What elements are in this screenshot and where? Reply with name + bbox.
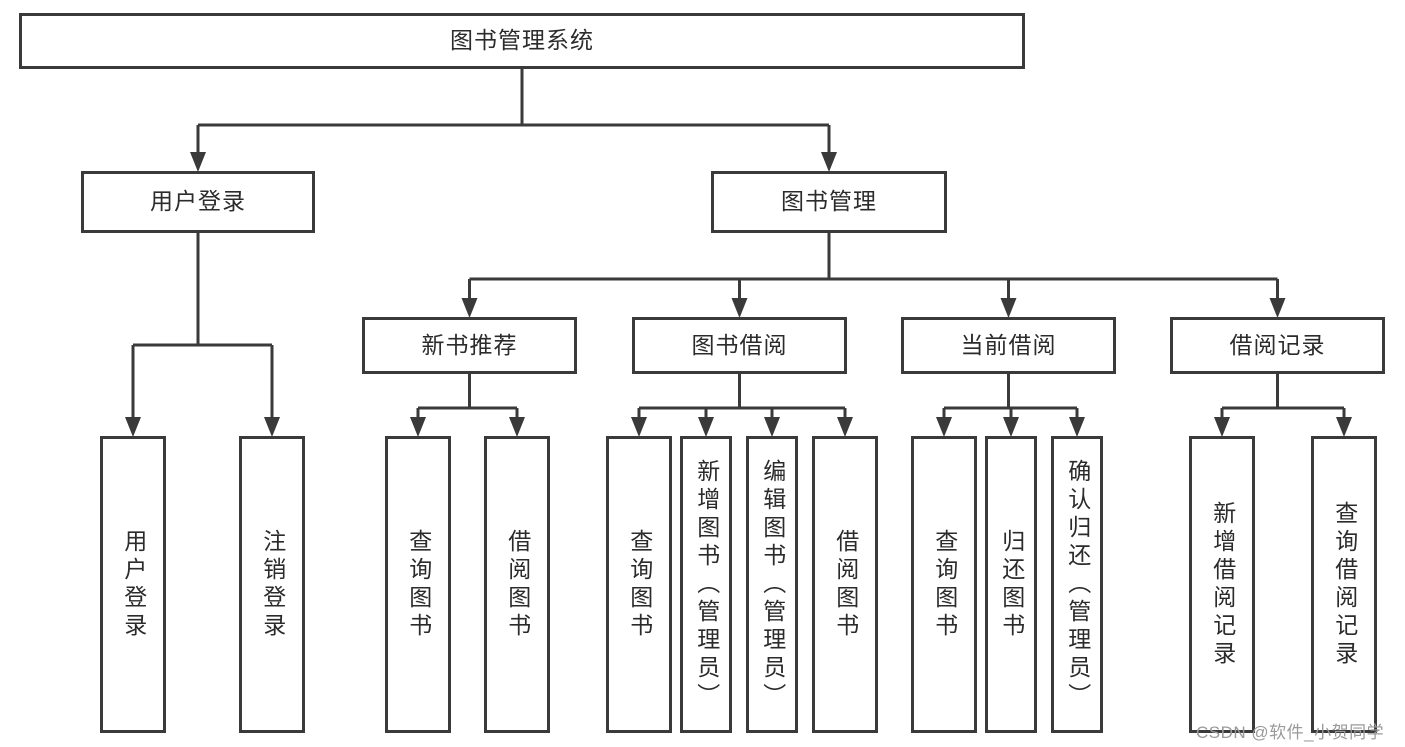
node-root: 图书管理系统 xyxy=(19,13,1025,69)
node-leaf-q-book-1: 查询图书 xyxy=(385,436,451,733)
node-label: 归还图书 xyxy=(998,528,1025,641)
node-label: 图书借阅 xyxy=(691,331,788,358)
node-leaf-logout: 注销登录 xyxy=(239,436,305,733)
node-label: 查询图书 xyxy=(405,528,432,641)
node-label: 确认归还（管理员） xyxy=(1064,458,1091,711)
node-label: 编辑图书（管理员） xyxy=(759,458,786,711)
node-leaf-add-rec: 新增借阅记录 xyxy=(1189,436,1255,733)
node-leaf-return: 归还图书 xyxy=(985,436,1037,733)
node-label: 查询借阅记录 xyxy=(1331,500,1358,669)
node-label: 用户登录 xyxy=(150,188,246,215)
node-leaf-confirm: 确认归还（管理员） xyxy=(1051,436,1103,733)
node-leaf-add-book: 新增图书（管理员） xyxy=(680,436,732,733)
node-label: 新增借阅记录 xyxy=(1209,500,1236,669)
watermark: CSDN @软件_小贺同学 xyxy=(1196,723,1385,742)
node-leaf-edit-book: 编辑图书（管理员） xyxy=(746,436,798,733)
node-new-book-rec: 新书推荐 xyxy=(362,317,577,374)
node-label: 新书推荐 xyxy=(421,331,518,358)
node-label: 当前借阅 xyxy=(960,331,1057,358)
node-label: 借阅记录 xyxy=(1229,331,1326,358)
node-borrow-record: 借阅记录 xyxy=(1170,317,1385,374)
node-book-manage: 图书管理 xyxy=(711,171,947,233)
node-leaf-borrow-1: 借阅图书 xyxy=(484,436,550,733)
node-leaf-user-login: 用户登录 xyxy=(100,436,166,733)
node-label: 借阅图书 xyxy=(504,528,531,641)
node-label: 查询图书 xyxy=(931,528,958,641)
node-label: 新增图书（管理员） xyxy=(693,458,720,711)
node-label: 图书管理系统 xyxy=(450,27,594,54)
node-label: 注销登录 xyxy=(259,528,286,641)
node-leaf-q-book-2: 查询图书 xyxy=(606,436,672,733)
node-leaf-q-rec: 查询借阅记录 xyxy=(1311,436,1377,733)
node-leaf-borrow-2: 借阅图书 xyxy=(812,436,878,733)
node-label: 查询图书 xyxy=(626,528,653,641)
node-label: 图书管理 xyxy=(781,188,877,215)
node-label: 借阅图书 xyxy=(832,528,859,641)
node-label: 用户登录 xyxy=(120,528,147,641)
node-book-borrow: 图书借阅 xyxy=(632,317,847,374)
node-leaf-q-book-3: 查询图书 xyxy=(911,436,977,733)
node-current-borrow: 当前借阅 xyxy=(901,317,1116,374)
node-user-login: 用户登录 xyxy=(81,171,315,233)
